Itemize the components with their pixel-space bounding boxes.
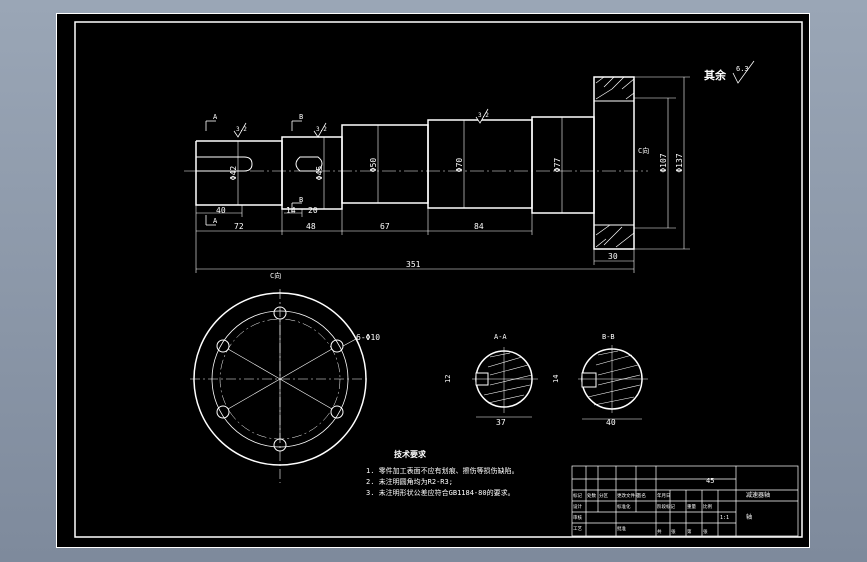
len-48: 48 <box>306 222 316 231</box>
title-block <box>571 465 799 537</box>
dim-d137: Φ137 <box>675 153 684 172</box>
drawing-sheet: Φ42 Φ45 Φ50 Φ70 Φ77 Φ107 Φ137 A A B B 3.… <box>56 13 810 548</box>
surface-finish-label: 其余 <box>704 68 727 82</box>
len-20: 20 <box>308 206 318 215</box>
shaft-segment-2 <box>281 136 343 210</box>
inner-frame <box>74 21 803 538</box>
tb-cell-1: 处数 <box>587 492 596 499</box>
sec-b-bot: B <box>299 196 303 204</box>
flange <box>593 76 635 250</box>
len-14: 14 <box>286 206 296 215</box>
shaft-segment-4 <box>427 119 533 209</box>
tb-cell-13: 比例 <box>703 503 712 510</box>
len-84: 84 <box>474 222 484 231</box>
shaft-side-view <box>195 76 635 250</box>
dim-d50: Φ50 <box>369 158 378 173</box>
tb-scale: 1:1 <box>720 515 729 521</box>
bolt-hole-6 <box>216 339 230 353</box>
tb-cell-9: 批准 <box>617 525 626 532</box>
bolt-hole-4 <box>273 438 287 452</box>
tech-req-2: 2. 未注明圆角均为R2-R3; <box>366 477 453 486</box>
key-12: 12 <box>444 375 452 383</box>
keyway-a <box>196 156 253 172</box>
tb-part-name: 轴 <box>746 513 752 521</box>
section-aa: A-A 37 12 <box>444 333 538 427</box>
flange-hatch <box>595 76 635 248</box>
tech-req-1: 1. 零件加工表面不应有划痕、擦伤等损伤缺陷。 <box>366 466 519 475</box>
rough-1: 3.2 <box>236 126 247 133</box>
tb-cell-0: 标记 <box>573 492 582 499</box>
tb-cell-11: 阶段标记 <box>657 503 675 510</box>
tech-req-3: 3. 未注明形状公差应符合GB1184-80的要求。 <box>366 488 515 497</box>
length-dims <box>195 203 635 273</box>
dim-d42: Φ42 <box>229 166 238 181</box>
len-30: 30 <box>608 252 618 261</box>
bolt-hole-5 <box>216 405 230 419</box>
len-72: 72 <box>234 222 244 231</box>
rough-3: 3.2 <box>478 112 489 119</box>
shaft-segment-1 <box>195 140 283 206</box>
holes-note: 6-Φ10 <box>356 333 380 342</box>
tb-cell-5: 年月日 <box>657 492 671 499</box>
rough-2: 3.2 <box>316 126 327 133</box>
dim-d45: Φ45 <box>315 166 324 181</box>
tb-cell-15: 张 <box>671 528 676 535</box>
bolt-hole-3 <box>330 405 344 419</box>
end-view-label: C向 <box>270 271 281 280</box>
dim-d77: Φ77 <box>553 158 562 173</box>
dim-d70: Φ70 <box>455 158 464 173</box>
section-bb: B-B 40 14 <box>552 333 648 427</box>
sec-a-top: A <box>213 113 218 121</box>
tech-requirements: 技术要求 1. 零件加工表面不应有划痕、擦伤等损伤缺陷。 2. 未注明圆角均为R… <box>366 449 519 497</box>
tb-cell-7: 审核 <box>573 514 582 521</box>
hatch-aa <box>483 352 533 404</box>
diameter-dims <box>237 76 690 250</box>
tb-material: 45 <box>706 477 714 485</box>
sec-a-bot: A <box>213 217 218 225</box>
shaft-drawing: Φ42 Φ45 Φ50 Φ70 Φ77 Φ107 Φ137 A A B B 3.… <box>56 13 810 548</box>
bolt-hole-1 <box>273 306 287 320</box>
bolt-spokes <box>190 289 370 483</box>
len-40: 40 <box>216 206 226 215</box>
tb-cell-17: 张 <box>703 528 708 535</box>
hatch-bb <box>587 350 641 406</box>
tech-req-title: 技术要求 <box>394 449 427 459</box>
tb-cell-8: 工艺 <box>573 526 582 532</box>
section-markers <box>205 108 489 226</box>
shaft-segment-5 <box>531 116 595 214</box>
sec-c-label: C向 <box>638 146 649 155</box>
tb-drawing-no: 减速器轴 <box>746 491 770 499</box>
tb-cell-2: 分区 <box>599 492 608 499</box>
section-aa-label: A-A <box>494 333 507 341</box>
tb-cell-10: 标准化 <box>617 503 631 510</box>
tb-cell-14: 共 <box>657 528 662 535</box>
flange-end-view: C向 6-Φ10 <box>190 271 380 483</box>
sec-b-top: B <box>299 113 303 121</box>
key-14: 14 <box>552 375 560 383</box>
dim-d107: Φ107 <box>659 153 668 172</box>
len-351: 351 <box>406 260 421 269</box>
tb-cell-12: 重量 <box>687 503 696 510</box>
tb-cell-16: 第 <box>687 528 692 535</box>
keyway-bb <box>581 372 597 388</box>
tb-cell-3: 更改文件号 <box>617 492 640 499</box>
key-40: 40 <box>606 418 616 427</box>
finish-symbol <box>732 60 755 84</box>
section-bb-label: B-B <box>602 333 615 341</box>
outer-frame <box>56 13 810 548</box>
shaft-segment-3 <box>341 124 429 204</box>
tb-cell-4: 签名 <box>637 492 646 499</box>
tb-cell-6: 设计 <box>573 503 582 510</box>
surface-finish-value: 6.3 <box>736 65 749 73</box>
key-37: 37 <box>496 418 506 427</box>
len-67: 67 <box>380 222 390 231</box>
